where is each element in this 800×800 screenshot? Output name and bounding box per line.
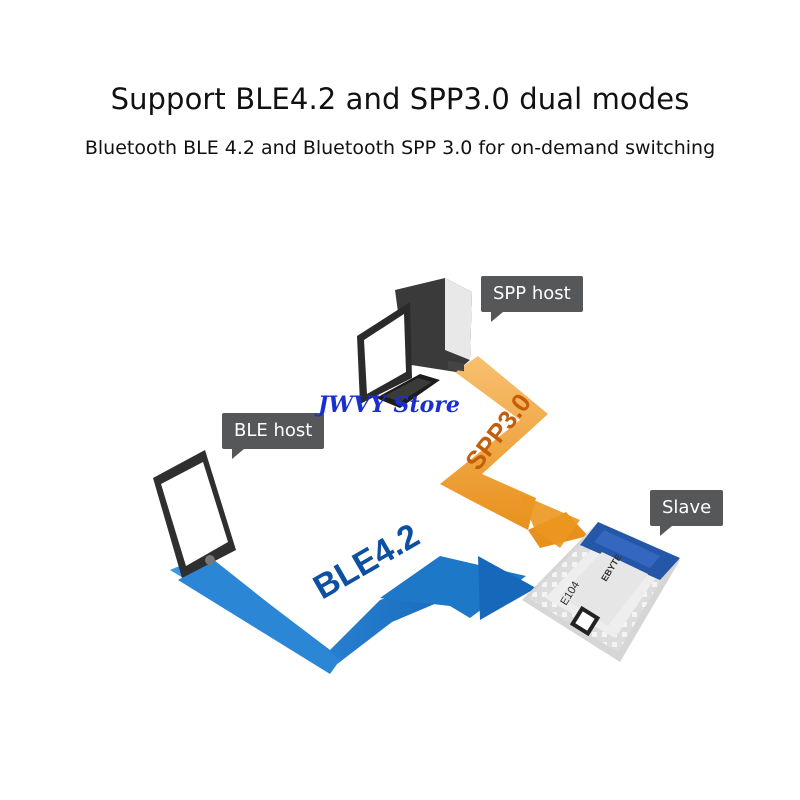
callout-tail [660, 526, 672, 536]
spp-arrow: SPP3.0 [440, 356, 588, 548]
store-watermark: JWVY Store [318, 392, 460, 418]
slave-label-text: Slave [662, 497, 712, 518]
ble-host-label: BLE host [222, 413, 325, 459]
spp-host-label: SPP host [481, 276, 583, 322]
ble-host-label-text: BLE host [234, 420, 313, 441]
smartphone-icon [153, 450, 236, 578]
desktop-computer-icon [357, 278, 472, 408]
page-title: Support BLE4.2 and SPP3.0 dual modes [110, 82, 690, 116]
page-subtitle: Bluetooth BLE 4.2 and Bluetooth SPP 3.0 … [84, 137, 716, 159]
callout-tail [491, 312, 503, 322]
slave-label: Slave [650, 490, 724, 536]
spp-host-label-text: SPP host [493, 283, 571, 304]
bluetooth-module: E104 EBYTE [522, 522, 680, 662]
callout-tail [232, 449, 244, 459]
